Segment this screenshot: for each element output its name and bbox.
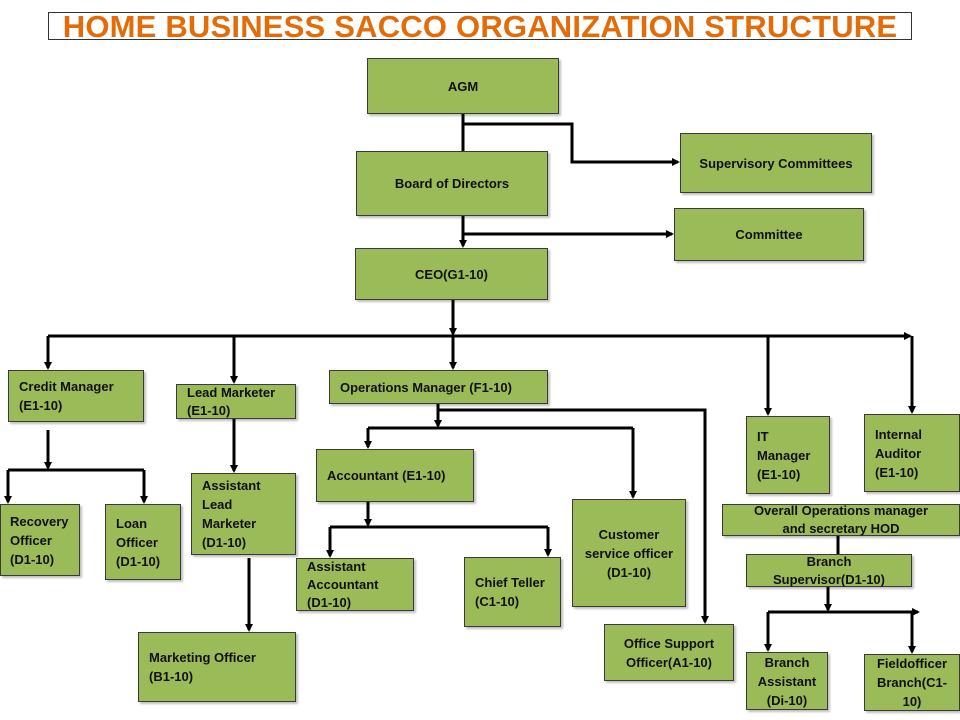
- node-office-support-officer: Office Support Officer(A1-10): [604, 624, 734, 681]
- node-branch-assistant: Branch Assistant (Di-10): [746, 652, 828, 710]
- node-agm: AGM: [367, 58, 559, 114]
- node-accountant: Accountant (E1-10): [316, 449, 474, 502]
- node-internal-auditor: Internal Auditor (E1-10): [864, 414, 960, 492]
- node-branch-supervisor: Branch Supervisor(D1-10): [746, 554, 912, 587]
- node-committee: Committee: [674, 208, 864, 261]
- node-marketing-officer: Marketing Officer (B1-10): [138, 632, 296, 702]
- node-assistant-lead-marketer: Assistant Lead Marketer (D1-10): [191, 473, 296, 555]
- node-supervisory-committees: Supervisory Committees: [680, 133, 872, 193]
- node-loan-officer: Loan Officer (D1-10): [105, 504, 181, 580]
- node-fieldofficer-branch: Fieldofficer Branch(C1- 10): [864, 654, 960, 711]
- node-chief-teller: Chief Teller (C1-10): [464, 557, 561, 627]
- node-recovery-officer: Recovery Officer (D1-10): [0, 504, 80, 576]
- node-board-of-directors: Board of Directors: [356, 151, 548, 216]
- node-it-manager: IT Manager (E1-10): [746, 416, 830, 494]
- node-lead-marketer: Lead Marketer (E1-10): [176, 384, 296, 419]
- chart-title: HOME BUSINESS SACCO ORGANIZATION STRUCTU…: [48, 11, 912, 42]
- node-ceo: CEO(G1-10): [355, 248, 548, 300]
- node-customer-service-officer: Customer service officer (D1-10): [572, 499, 686, 607]
- node-credit-manager: Credit Manager (E1-10): [8, 370, 144, 422]
- node-overall-operations-manager: Overall Operations manager and secretary…: [722, 503, 960, 536]
- node-assistant-accountant: Assistant Accountant (D1-10): [296, 558, 414, 611]
- node-operations-manager: Operations Manager (F1-10): [329, 370, 548, 404]
- line-agm-supervisory: [463, 122, 680, 166]
- line-ops-office: [438, 408, 709, 624]
